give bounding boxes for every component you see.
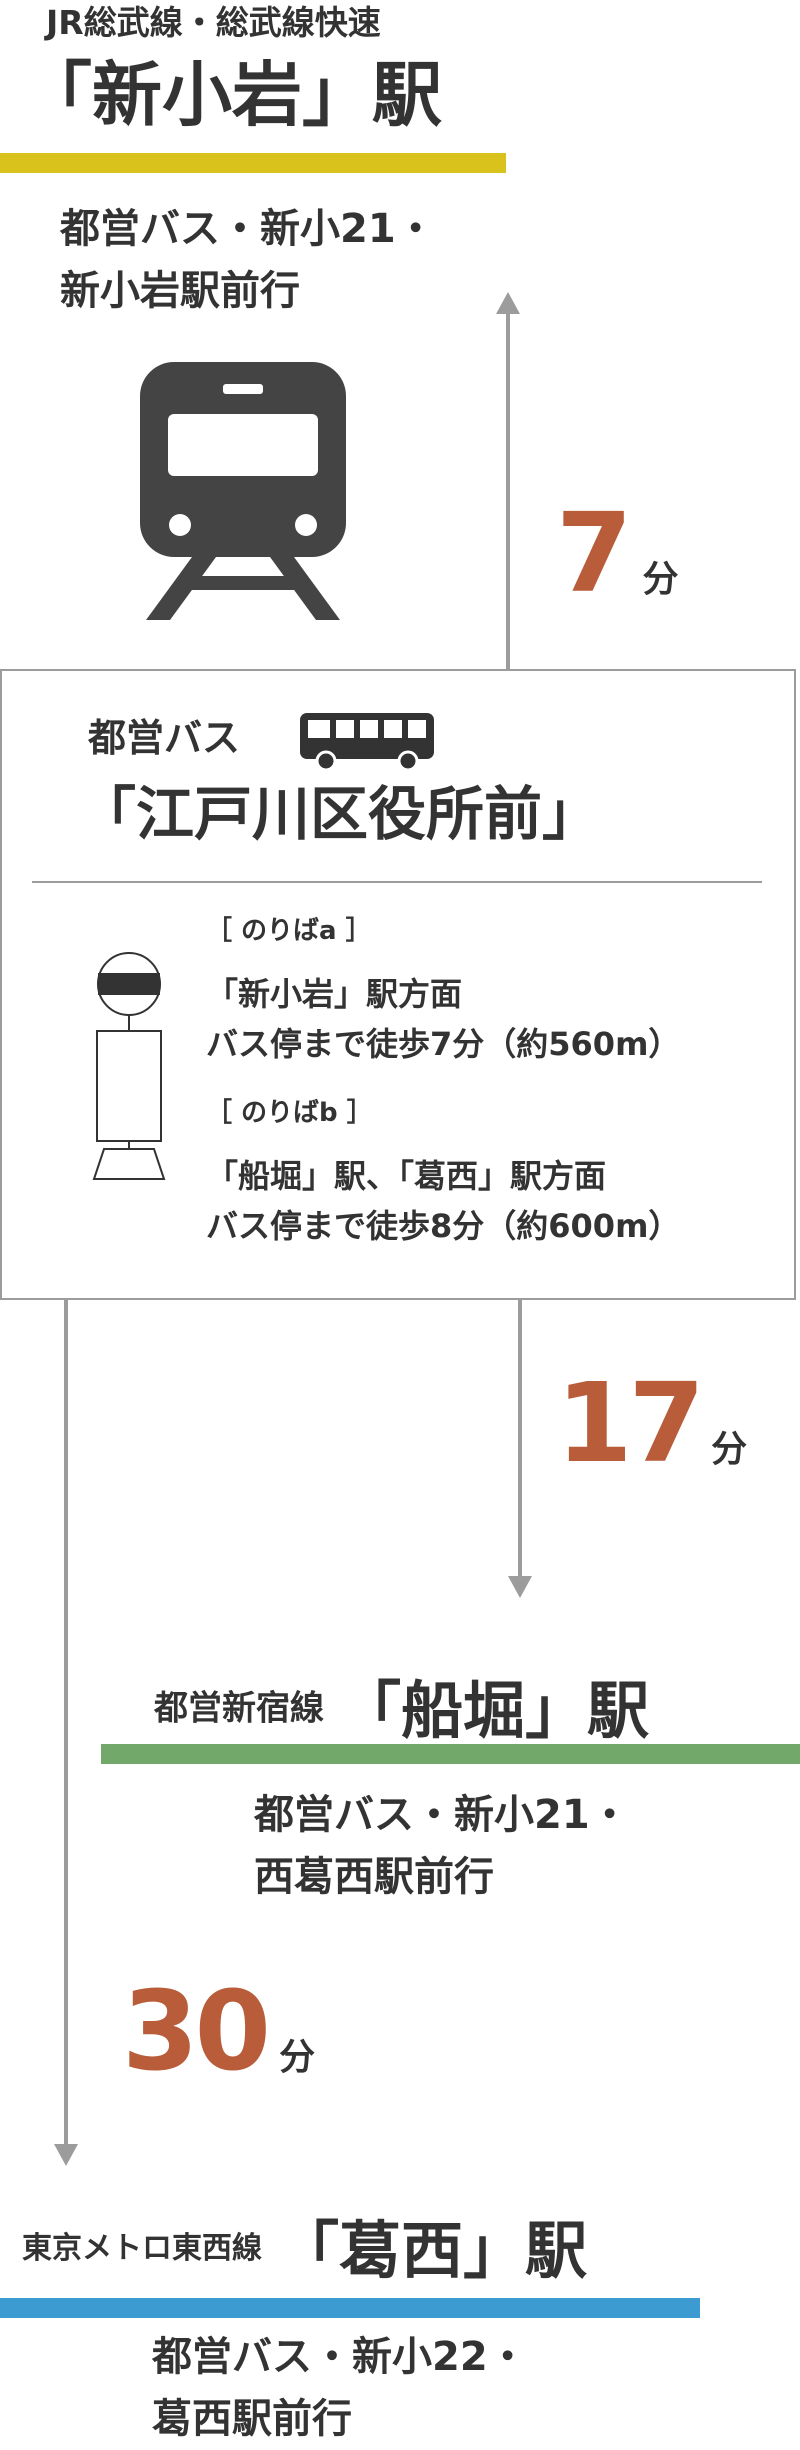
box-divider [32, 881, 762, 883]
kasai-line-name: 東京メトロ東西線 [22, 2231, 262, 2266]
bus-icon [300, 713, 434, 772]
train-icon [140, 362, 350, 622]
funabori-bus-route-line2: 西葛西駅前行 [254, 1854, 494, 1900]
funabori-bus-route: 都営バス・新小21・ 西葛西駅前行 [254, 1784, 630, 1908]
bus-stop-sign-icon [92, 951, 166, 1181]
shinkoiwa-line-color-bar [0, 153, 506, 173]
bus-stop-info-box: 都営バス 「江戸川区役所前」 ［ のりばa ］ 「新小岩」駅方面 バス停まで徒歩… [0, 669, 796, 1300]
funabori-heading: 都営新宿線 「船堀」駅 [154, 1660, 649, 1750]
shinkoiwa-line-name: JR総武線・総武線快速 [46, 3, 381, 42]
arrow-to-kasai [54, 1300, 78, 2166]
shinkoiwa-station-name: 「新小岩」駅 [22, 54, 442, 136]
bus-operator-label: 都営バス [88, 716, 241, 760]
stop-b-direction: 「船堀」駅、「葛西」駅方面 [206, 1157, 607, 1195]
kasai-bus-route: 都営バス・新小22・ 葛西駅前行 [152, 2326, 528, 2450]
shinkoiwa-bus-route-line1: 都営バス・新小21・ [60, 206, 436, 252]
duration-to-funabori-number: 17 [556, 1359, 705, 1487]
arrow-to-funabori [508, 1300, 532, 1598]
stop-b-label: ［ のりばb ］ [206, 1098, 373, 1128]
funabori-bus-route-line1: 都営バス・新小21・ [254, 1792, 630, 1838]
duration-to-shinkoiwa-number: 7 [556, 489, 633, 617]
stop-a-direction: 「新小岩」駅方面 [206, 975, 463, 1013]
funabori-station-name: 「船堀」駅 [339, 1674, 650, 1747]
kasai-line-color-bar [0, 2298, 700, 2318]
kasai-station-name: 「葛西」駅 [277, 2214, 588, 2287]
bus-stop-name: 「江戸川区役所前」 [78, 780, 601, 848]
duration-to-kasai-unit: 分 [279, 2037, 316, 2078]
kasai-bus-route-line2: 葛西駅前行 [152, 2396, 352, 2442]
shinkoiwa-bus-route: 都営バス・新小21・ 新小岩駅前行 [60, 198, 436, 322]
duration-to-shinkoiwa-unit: 分 [642, 559, 679, 600]
stop-a-walk-time: バス停まで徒歩7分（約560m） [206, 1025, 681, 1063]
duration-to-funabori-unit: 分 [711, 1429, 748, 1470]
arrow-to-shinkoiwa [496, 292, 520, 670]
kasai-bus-route-line1: 都営バス・新小22・ [152, 2334, 528, 2380]
funabori-line-color-bar [101, 1744, 800, 1764]
funabori-line-name: 都営新宿線 [154, 1688, 324, 1729]
stop-a-label: ［ のりばa ］ [206, 916, 372, 946]
kasai-heading: 東京メトロ東西線 「葛西」駅 [22, 2200, 587, 2290]
duration-to-kasai-number: 30 [122, 1967, 271, 2095]
stop-b-walk-time: バス停まで徒歩8分（約600m） [206, 1207, 681, 1245]
shinkoiwa-bus-route-line2: 新小岩駅前行 [60, 268, 300, 314]
